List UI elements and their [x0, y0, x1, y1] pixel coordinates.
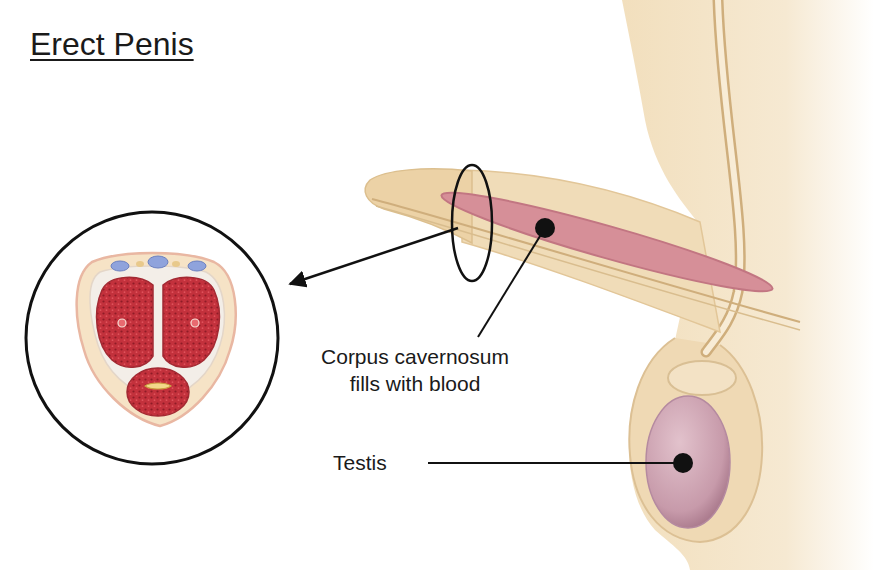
leader-line — [478, 228, 545, 337]
urethra-slit — [145, 383, 171, 389]
section-ring — [452, 165, 492, 281]
deep-artery — [191, 319, 199, 327]
part-label: Corpus cavernosum fills with blood — [310, 343, 520, 397]
scrotum — [629, 338, 762, 542]
leader-dot — [535, 218, 555, 238]
diagram-title: Erect Penis — [30, 26, 194, 63]
leader-dot — [673, 453, 693, 473]
inset-circle — [26, 212, 278, 464]
leader-line — [428, 462, 683, 464]
pointer-arrow — [290, 228, 458, 284]
part-label: Testis — [333, 449, 423, 476]
vein — [111, 261, 129, 271]
corpus-spongiosum — [127, 368, 189, 416]
vein — [148, 256, 168, 268]
corpus-cavernosum — [437, 180, 777, 304]
vessel — [172, 261, 180, 267]
vein — [188, 261, 206, 271]
urethra — [372, 199, 800, 322]
deep-artery — [118, 319, 126, 327]
epididymis — [668, 361, 736, 395]
cross-section-skin — [77, 253, 236, 426]
corpus-cavernosum-left — [97, 277, 153, 367]
corpus-cavernosum-right — [163, 277, 219, 367]
vessel — [136, 261, 144, 267]
